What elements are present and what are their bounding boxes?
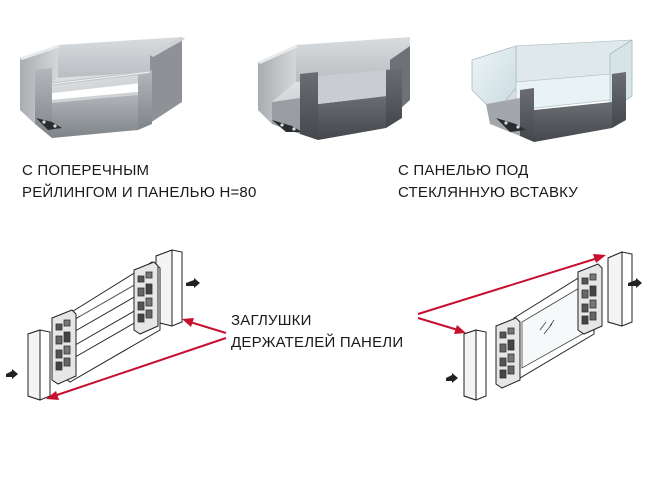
- assembly-right-line-art: [446, 251, 642, 401]
- caption-glass-insert: С ПАНЕЛЬЮ ПОД СТЕКЛЯННУЮ ВСТАВКУ: [398, 160, 578, 204]
- drawer-with-railing-image: [20, 37, 185, 138]
- drawer-with-glass-image: [471, 39, 633, 142]
- push-arrow-icon-right: [628, 278, 642, 288]
- callout-arrows: [46, 254, 606, 400]
- glass-reflection-marks: [539, 319, 555, 335]
- caption-glass-line1: С ПАНЕЛЬЮ ПОД: [398, 162, 529, 179]
- push-arrow-icon: [186, 278, 200, 288]
- caption-glass-line2: СТЕКЛЯННУЮ ВСТАВКУ: [398, 184, 578, 201]
- push-arrow-icon-left: [6, 369, 18, 379]
- caption-railing: С ПОПЕРЕЧНЫМ РЕЙЛИНГОМ И ПАНЕЛЬЮ Н=80: [22, 160, 257, 204]
- caption-railing-line2: РЕЙЛИНГОМ И ПАНЕЛЬЮ Н=80: [22, 184, 257, 201]
- caption-caps-line1: ЗАГЛУШКИ: [231, 312, 312, 329]
- assembly-left-line-art: [6, 249, 200, 401]
- push-arrow-icon-front-right: [446, 373, 458, 383]
- drawer-with-panel-image: [258, 37, 410, 140]
- caption-caps-line2: ДЕРЖАТЕЛЕЙ ПАНЕЛИ: [231, 334, 404, 351]
- caption-panel-holder-caps: ЗАГЛУШКИ ДЕРЖАТЕЛЕЙ ПАНЕЛИ: [231, 310, 403, 354]
- caption-railing-line1: С ПОПЕРЕЧНЫМ: [22, 162, 150, 179]
